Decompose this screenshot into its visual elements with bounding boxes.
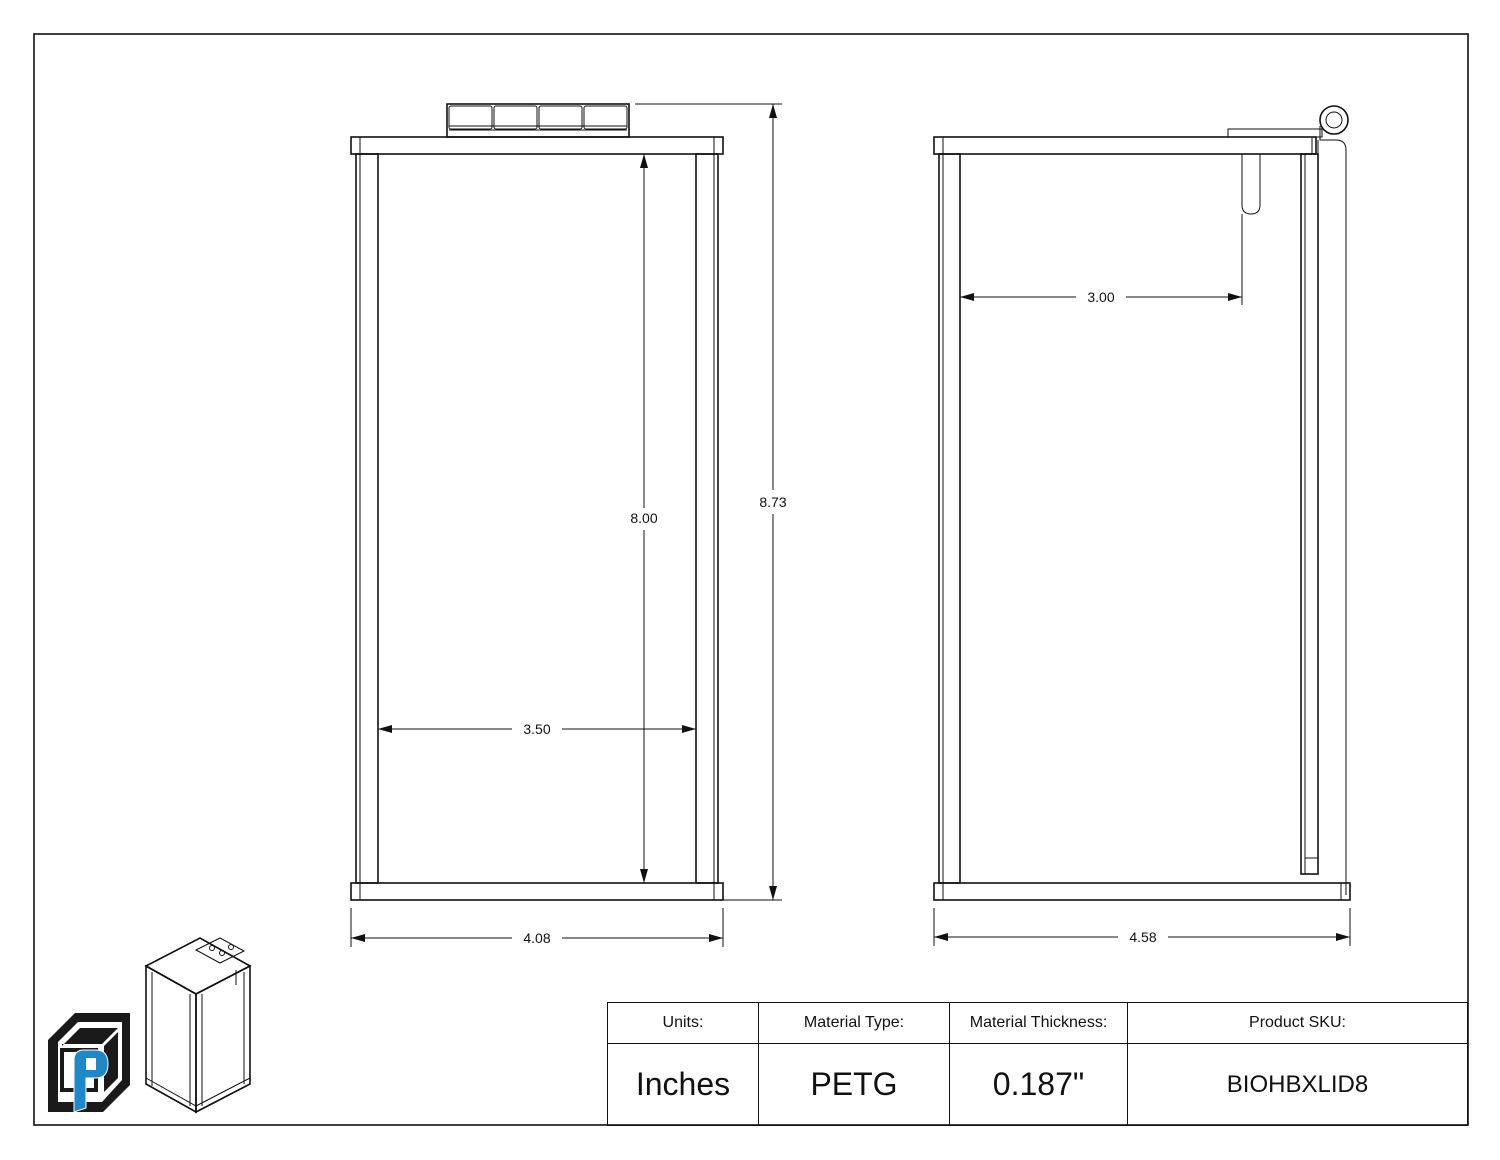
dim-inner-height: 8.00	[630, 154, 658, 883]
company-logo-icon	[48, 1013, 130, 1113]
title-block-value-row: Inches PETG 0.187" BIOHBXLID8	[607, 1043, 1468, 1126]
sheet-border	[33, 33, 1469, 1126]
material-type-value: PETG	[758, 1043, 950, 1126]
dim-overall-width-front: 4.08	[350, 908, 724, 947]
isometric-box-icon	[144, 937, 252, 1114]
units-value: Inches	[607, 1043, 759, 1126]
title-block-header-row: Units: Material Type: Material Thickness…	[607, 1002, 1468, 1044]
svg-text:3.50: 3.50	[523, 721, 550, 737]
product-sku-header: Product SKU:	[1127, 1002, 1468, 1044]
svg-text:4.58: 4.58	[1129, 929, 1156, 945]
hinge-blocks	[446, 103, 630, 138]
material-thickness-header: Material Thickness:	[949, 1002, 1128, 1044]
dim-overall-height: 8.73	[635, 103, 787, 901]
dim-slot-offset: 3.00	[960, 214, 1243, 305]
svg-text:3.00: 3.00	[1087, 289, 1114, 305]
title-block: Units: Material Type: Material Thickness…	[607, 1002, 1468, 1126]
dim-inner-width: 3.50	[378, 721, 696, 737]
material-type-header: Material Type:	[758, 1002, 950, 1044]
units-header: Units:	[607, 1002, 759, 1044]
svg-text:8.00: 8.00	[630, 510, 657, 526]
dim-overall-width-side: 4.58	[933, 908, 1351, 946]
front-view: 8.00 3.50 8.73 4.08	[350, 103, 787, 947]
side-view: 3.00 4.58	[933, 105, 1351, 946]
product-sku-value: BIOHBXLID8	[1127, 1043, 1468, 1126]
svg-text:8.73: 8.73	[759, 494, 786, 510]
material-thickness-value: 0.187"	[949, 1043, 1128, 1126]
svg-text:4.08: 4.08	[523, 930, 550, 946]
